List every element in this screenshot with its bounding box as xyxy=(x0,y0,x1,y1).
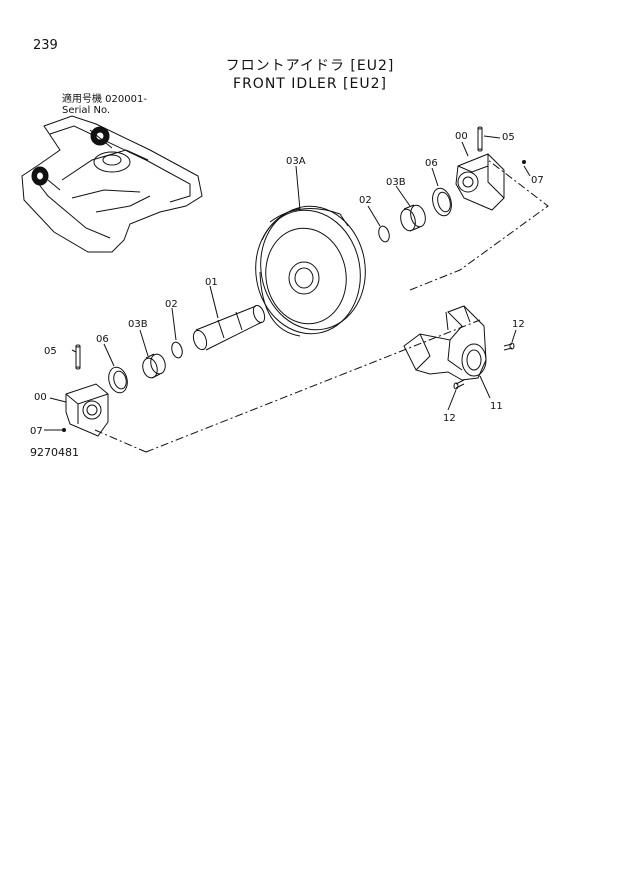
housing-right xyxy=(455,153,505,211)
callout-02-top: 02 xyxy=(359,195,372,206)
o-ring-left xyxy=(171,341,183,359)
seal-right xyxy=(432,187,452,217)
callout-03a: 03A xyxy=(286,156,306,167)
callout-01: 01 xyxy=(205,277,218,288)
undercarriage-thumbnail xyxy=(21,115,203,253)
callout-03b-top: 03B xyxy=(386,177,406,188)
callout-00-top: 00 xyxy=(455,131,468,142)
idler-bracket xyxy=(403,305,487,381)
callout-03b-bottom: 03B xyxy=(128,319,148,330)
bushing-left xyxy=(142,353,166,379)
callout-02-bottom: 02 xyxy=(165,299,178,310)
assembly-axis-line xyxy=(94,159,549,453)
drawing-number: 9270481 xyxy=(30,446,79,459)
bushing-right xyxy=(400,204,426,232)
page-number: 239 xyxy=(33,38,58,53)
callout-12-lower: 12 xyxy=(443,413,456,424)
o-ring-right xyxy=(378,225,390,243)
callout-07-top: 07 xyxy=(531,175,544,186)
pin-right xyxy=(477,126,483,152)
title-japanese: フロントアイドラ [EU2] xyxy=(225,58,395,74)
callout-11: 11 xyxy=(490,401,503,412)
bolt-right xyxy=(503,342,515,351)
idler-wheel xyxy=(255,205,366,337)
seal-left xyxy=(108,366,128,394)
callout-07-bottom: 07 xyxy=(30,426,43,437)
callout-12-right: 12 xyxy=(512,319,525,330)
title-english: FRONT IDLER [EU2] xyxy=(233,76,387,92)
callout-05-bottom: 05 xyxy=(44,346,57,357)
serial-label-japanese: 適用号機 020001- xyxy=(62,94,147,105)
bolt-lower xyxy=(453,379,465,390)
callout-06-bottom: 06 xyxy=(96,334,109,345)
housing-left xyxy=(65,383,109,437)
callout-06-top: 06 xyxy=(425,158,438,169)
shaft xyxy=(192,304,266,351)
plug-right xyxy=(522,160,526,164)
callout-05-top: 05 xyxy=(502,132,515,143)
leader-lines xyxy=(44,135,531,431)
plug-left xyxy=(62,428,66,432)
serial-label-english: Serial No. xyxy=(62,105,111,116)
pin-left xyxy=(75,344,81,370)
callout-00-bottom: 00 xyxy=(34,392,47,403)
